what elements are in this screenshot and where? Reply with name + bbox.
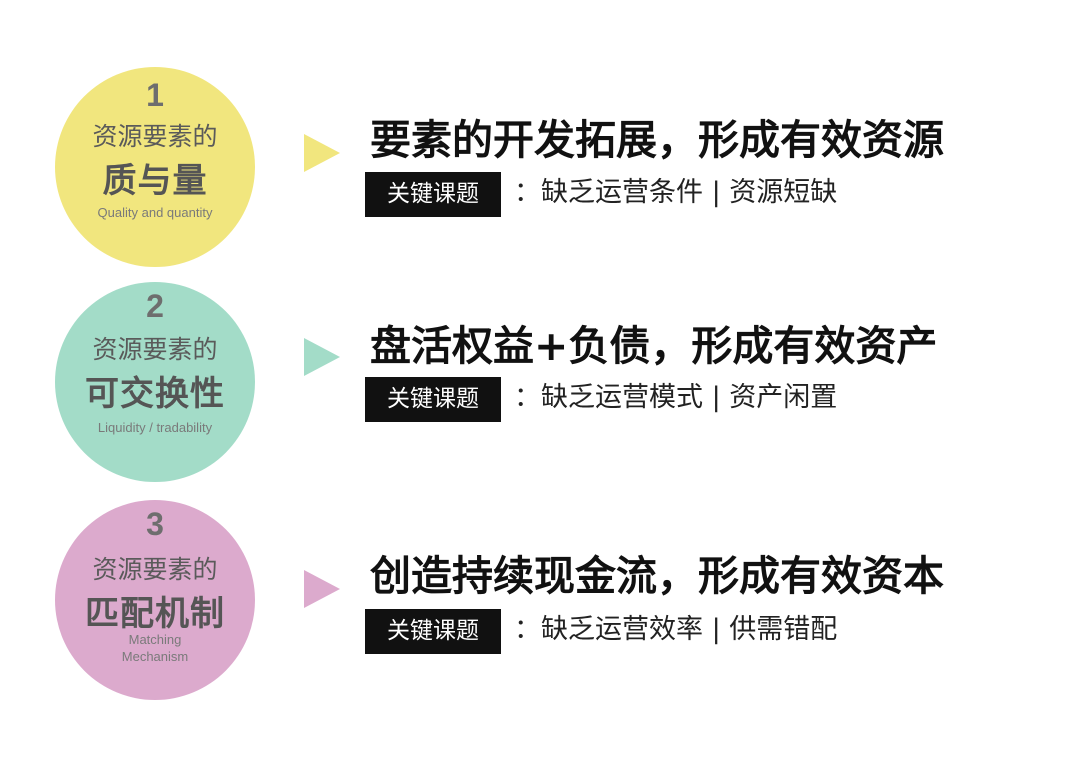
triangle-right-icon (304, 338, 340, 376)
circle-english: Liquidity / tradability (97, 420, 213, 435)
step-number: 3 (146, 506, 164, 542)
circle-label: 资源要素的 (92, 555, 218, 584)
row-subtitle: ：缺乏运营模式 | 资产闲置 (514, 382, 838, 413)
circle-label: 资源要素的 (92, 122, 218, 151)
circle-heading: 质与量 (102, 161, 208, 201)
step-number: 2 (146, 288, 164, 324)
triangle-right-icon (304, 134, 340, 172)
step-number: 1 (146, 77, 164, 113)
key-topic-badge: 关键课题 (365, 609, 501, 654)
row-title: 盘活权益+负债，形成有效资产 (370, 322, 938, 370)
circle-quality-quantity: 1 资源要素的 质与量 Quality and quantity (55, 67, 255, 267)
circle-heading: 匹配机制 (85, 594, 225, 634)
row-subtitle: ：缺乏运营条件 | 资源短缺 (514, 177, 838, 208)
circle-liquidity: 2 资源要素的 可交换性 Liquidity / tradability (55, 282, 255, 482)
circle-english: Matching Mechanism (121, 632, 189, 664)
row-subtitle: ：缺乏运营效率 | 供需错配 (514, 614, 838, 645)
row-title: 创造持续现金流，形成有效资本 (370, 552, 944, 600)
circle-matching: 3 资源要素的 匹配机制 Matching Mechanism (55, 500, 255, 700)
circle-heading: 可交换性 (85, 374, 225, 414)
circle-english: Quality and quantity (97, 205, 213, 220)
circle-label: 资源要素的 (92, 335, 218, 364)
key-topic-badge: 关键课题 (365, 172, 501, 217)
row-title: 要素的开发拓展，形成有效资源 (370, 116, 944, 164)
triangle-right-icon (304, 570, 340, 608)
key-topic-badge: 关键课题 (365, 377, 501, 422)
